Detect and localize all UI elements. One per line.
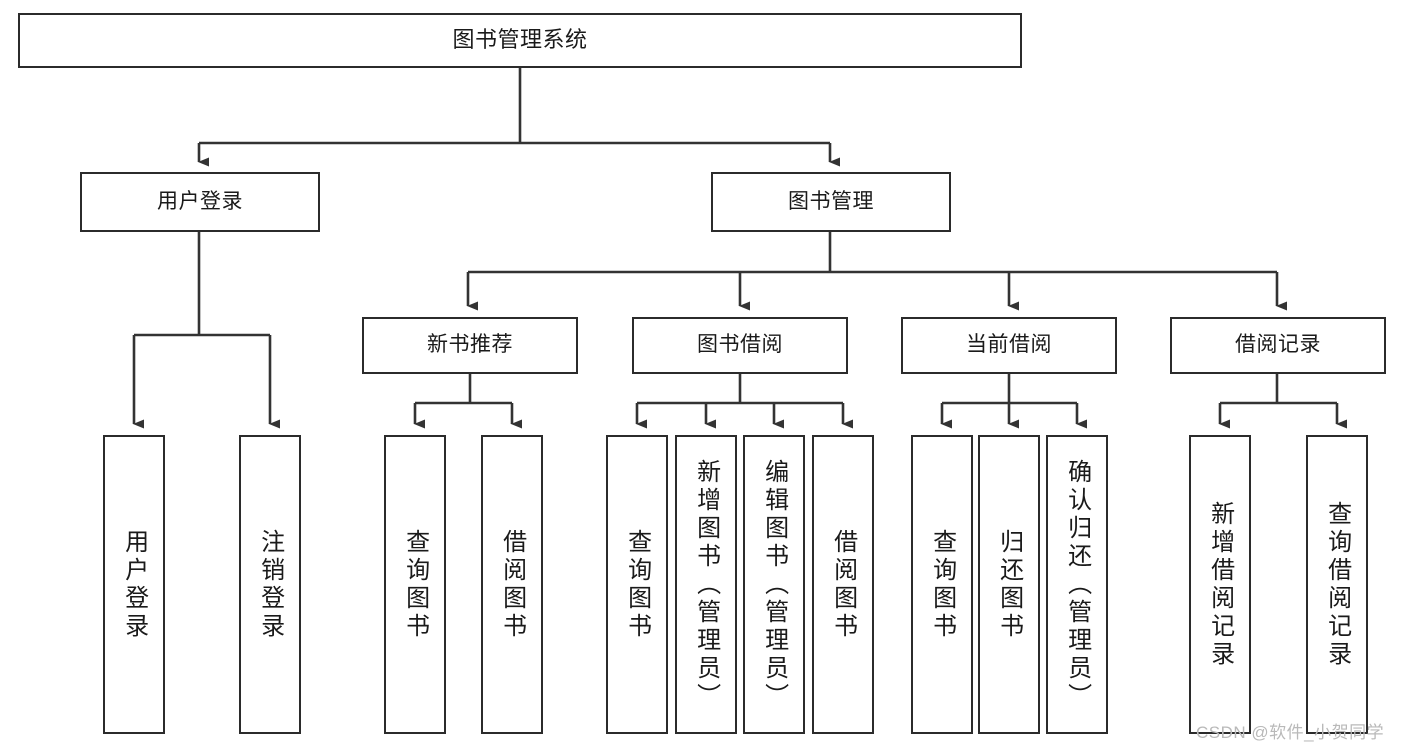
- leaf-label: 查询借阅记录: [1323, 500, 1351, 669]
- leaf-label: 查询图书: [401, 528, 429, 641]
- node-borrow-record-label: 借阅记录: [1235, 333, 1321, 357]
- leaf-label: 查询图书: [928, 528, 956, 641]
- node-book-management[interactable]: 图书管理: [711, 172, 951, 232]
- node-user-login[interactable]: 用户登录: [80, 172, 320, 232]
- node-root-book-management-system[interactable]: 图书管理系统: [18, 13, 1022, 68]
- node-borrow-record[interactable]: 借阅记录: [1170, 317, 1386, 374]
- leaf-label: 注销登录: [256, 528, 284, 641]
- node-book-management-label: 图书管理: [788, 189, 874, 213]
- leaf-book-borrow-edit-book-admin[interactable]: 编辑图书（管理员）: [743, 435, 805, 734]
- leaf-borrow-record-add-record[interactable]: 新增借阅记录: [1189, 435, 1251, 734]
- leaf-book-borrow-borrow-book[interactable]: 借阅图书: [812, 435, 874, 734]
- node-new-book-recommend[interactable]: 新书推荐: [362, 317, 578, 374]
- leaf-current-borrow-confirm-return-admin[interactable]: 确认归还（管理员）: [1046, 435, 1108, 734]
- leaf-label: 归还图书: [995, 528, 1023, 641]
- leaf-current-borrow-return-book[interactable]: 归还图书: [978, 435, 1040, 734]
- leaf-user-login-logout[interactable]: 注销登录: [239, 435, 301, 734]
- leaf-book-borrow-add-book-admin[interactable]: 新增图书（管理员）: [675, 435, 737, 734]
- node-root-label: 图书管理系统: [452, 27, 588, 53]
- node-current-borrow[interactable]: 当前借阅: [901, 317, 1117, 374]
- leaf-label: 编辑图书（管理员）: [760, 458, 788, 711]
- leaf-label: 新增图书（管理员）: [692, 458, 720, 711]
- leaf-user-login-login[interactable]: 用户登录: [103, 435, 165, 734]
- node-current-borrow-label: 当前借阅: [966, 333, 1052, 357]
- leaf-label: 新增借阅记录: [1206, 500, 1234, 669]
- leaf-new-book-query-book[interactable]: 查询图书: [384, 435, 446, 734]
- leaf-new-book-borrow-book[interactable]: 借阅图书: [481, 435, 543, 734]
- leaf-label: 查询图书: [623, 528, 651, 641]
- leaf-label: 用户登录: [120, 528, 148, 641]
- node-user-login-label: 用户登录: [157, 189, 243, 213]
- leaf-book-borrow-query-book[interactable]: 查询图书: [606, 435, 668, 734]
- node-book-borrow-label: 图书借阅: [697, 333, 783, 357]
- node-new-book-recommend-label: 新书推荐: [427, 333, 513, 357]
- leaf-label: 确认归还（管理员）: [1063, 458, 1091, 711]
- leaf-current-borrow-query-book[interactable]: 查询图书: [911, 435, 973, 734]
- leaf-label: 借阅图书: [498, 528, 526, 641]
- leaf-borrow-record-query-record[interactable]: 查询借阅记录: [1306, 435, 1368, 734]
- node-book-borrow[interactable]: 图书借阅: [632, 317, 848, 374]
- leaf-label: 借阅图书: [829, 528, 857, 641]
